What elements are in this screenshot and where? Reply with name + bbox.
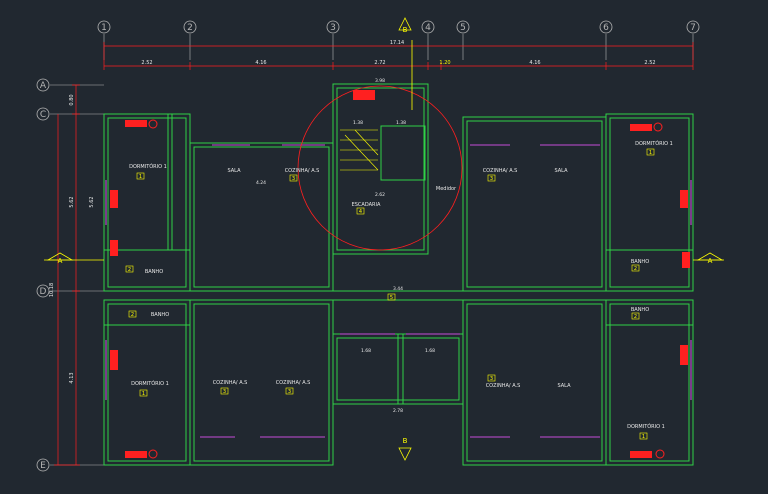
label-sala-br: SALA (557, 383, 571, 389)
grid-label-3: 3 (330, 23, 336, 33)
inner-dimensions: 1.38 1.38 2.62 1.68 1.68 2.78 3.44 4.24 … (256, 78, 435, 414)
tag-coz-tr: 3 (490, 176, 493, 182)
grid-label-d: D (40, 287, 47, 297)
room-tags: 1 3 4 3 1 2 2 2 2 5 1 3 3 3 1 (125, 148, 655, 440)
grid-bubble-e (36, 458, 50, 472)
label-dorm-tr: DORMITÓRIO 1 (635, 140, 673, 147)
grid-bubble-4 (421, 20, 435, 34)
dim-corr-2: 1.68 (425, 348, 435, 354)
tag-dorm-tr: 1 (649, 150, 652, 156)
grid-label-c: C (40, 110, 46, 120)
section-b-bottom: B (403, 437, 408, 445)
tag-banho-r1: 2 (634, 266, 637, 272)
dim-overall: 17.14 (390, 40, 404, 46)
tag-dorm-br: 1 (642, 434, 645, 440)
dim-left-3: 5.62 (89, 196, 95, 207)
dim-corr-3: 2.78 (393, 408, 403, 414)
section-a-left: A (58, 257, 63, 265)
tag-banho-l1: 2 (128, 267, 131, 273)
tag-coz-br: 3 (490, 376, 493, 382)
grid-label-e: E (40, 461, 46, 471)
stair-steps (340, 129, 379, 171)
dim-stair-2: 1.38 (396, 120, 406, 126)
grid-label-5: 5 (460, 23, 466, 33)
tag-dorm-tl: 1 (139, 174, 142, 180)
dim-top-2: 4.16 (255, 60, 266, 66)
tag-coz-bl2: 3 (288, 389, 291, 395)
section-markers: A A B B (44, 17, 724, 461)
label-coz-bl2: COZINHA/ A.S (276, 380, 311, 386)
dim-stair-3: 2.62 (375, 192, 385, 198)
tag-banho-r2: 2 (634, 314, 637, 320)
dim-left-outer: 10.18 (49, 283, 55, 297)
label-dorm-bl: DORMITÓRIO 1 (131, 380, 169, 387)
left-dimension-texts: 10.18 0.80 5.62 5.62 4.13 (49, 94, 95, 383)
dim-top-6: 2.52 (644, 60, 655, 66)
label-coz-br: COZINHA/ A.S (486, 383, 521, 389)
grid-label-4: 4 (425, 23, 431, 33)
grid-label-2: 2 (187, 23, 193, 33)
label-medidor: Medidor (436, 186, 457, 192)
grid-bubble-a (36, 78, 50, 92)
room-labels: DORMITÓRIO 1 SALA COZINHA/ A.S ESCADARIA… (129, 140, 673, 430)
label-banho-r2: BANHO (631, 307, 649, 313)
label-banho-l1: BANHO (145, 269, 163, 275)
label-sala-tl: SALA (227, 168, 241, 174)
grid-row-bubbles: A C D E (36, 78, 50, 472)
stair-symbol (353, 90, 375, 100)
windows (105, 144, 692, 438)
dim-stair-1: 1.38 (353, 120, 363, 126)
dim-inner-3: 3.98 (375, 78, 385, 84)
label-banho-l2: BANHO (151, 312, 169, 318)
dim-top-4: 1.20 (439, 60, 450, 66)
section-b-top: B (403, 26, 408, 34)
tag-coz-tl: 3 (292, 176, 295, 182)
label-banho-r1: BANHO (631, 259, 649, 265)
top-dimension-lines (103, 42, 694, 70)
grid-bubble-1 (97, 20, 111, 34)
grid-label-a: A (40, 81, 47, 91)
dim-inner-1: 3.44 (393, 286, 403, 292)
label-coz-tl: COZINHA/ A.S (285, 168, 320, 174)
tag-banho-l2: 2 (131, 312, 134, 318)
walls (103, 83, 694, 466)
grid-bubble-7 (686, 20, 700, 34)
label-coz-tr: COZINHA/ A.S (483, 168, 518, 174)
tag-escada: 4 (359, 209, 362, 215)
label-dorm-br: DORMITÓRIO 1 (627, 423, 665, 430)
grid-label-6: 6 (603, 23, 609, 33)
grid-bubble-2 (183, 20, 197, 34)
tag-dorm-bl: 1 (142, 391, 145, 397)
dim-inner-2: 4.24 (256, 180, 266, 186)
dim-left-2: 5.62 (69, 196, 75, 207)
grid-bubble-5 (456, 20, 470, 34)
electrical-symbols (110, 119, 690, 459)
dim-top-3: 2.72 (374, 60, 385, 66)
grid-bubble-c (36, 107, 50, 121)
grid-bubble-3 (326, 20, 340, 34)
left-dimension-lines (54, 84, 80, 466)
grid-label-7: 7 (690, 23, 696, 33)
dim-corr-1: 1.68 (361, 348, 371, 354)
grid-bubble-d (36, 284, 50, 298)
label-coz-bl1: COZINHA/ A.S (213, 380, 248, 386)
stair-circle (297, 85, 463, 251)
section-a-right: A (708, 257, 713, 265)
tag-coz-bl1: 3 (223, 389, 226, 395)
top-dimension-texts: 17.14 2.52 4.16 2.72 1.20 4.16 2.52 (141, 40, 655, 66)
stair (297, 40, 463, 251)
grid-label-1: 1 (101, 23, 107, 33)
dim-top-1: 2.52 (141, 60, 152, 66)
tag-hall: 5 (390, 295, 393, 301)
dim-left-1: 0.80 (69, 94, 75, 105)
dim-left-4: 4.13 (69, 372, 75, 383)
grid-column-bubbles: 1 2 3 4 5 6 7 (97, 20, 700, 34)
dim-top-5: 4.16 (529, 60, 540, 66)
label-dorm-tl: DORMITÓRIO 1 (129, 163, 167, 170)
grid-bubble-6 (599, 20, 613, 34)
label-escada: ESCADARIA (352, 202, 381, 208)
label-sala-tr: SALA (554, 168, 568, 174)
